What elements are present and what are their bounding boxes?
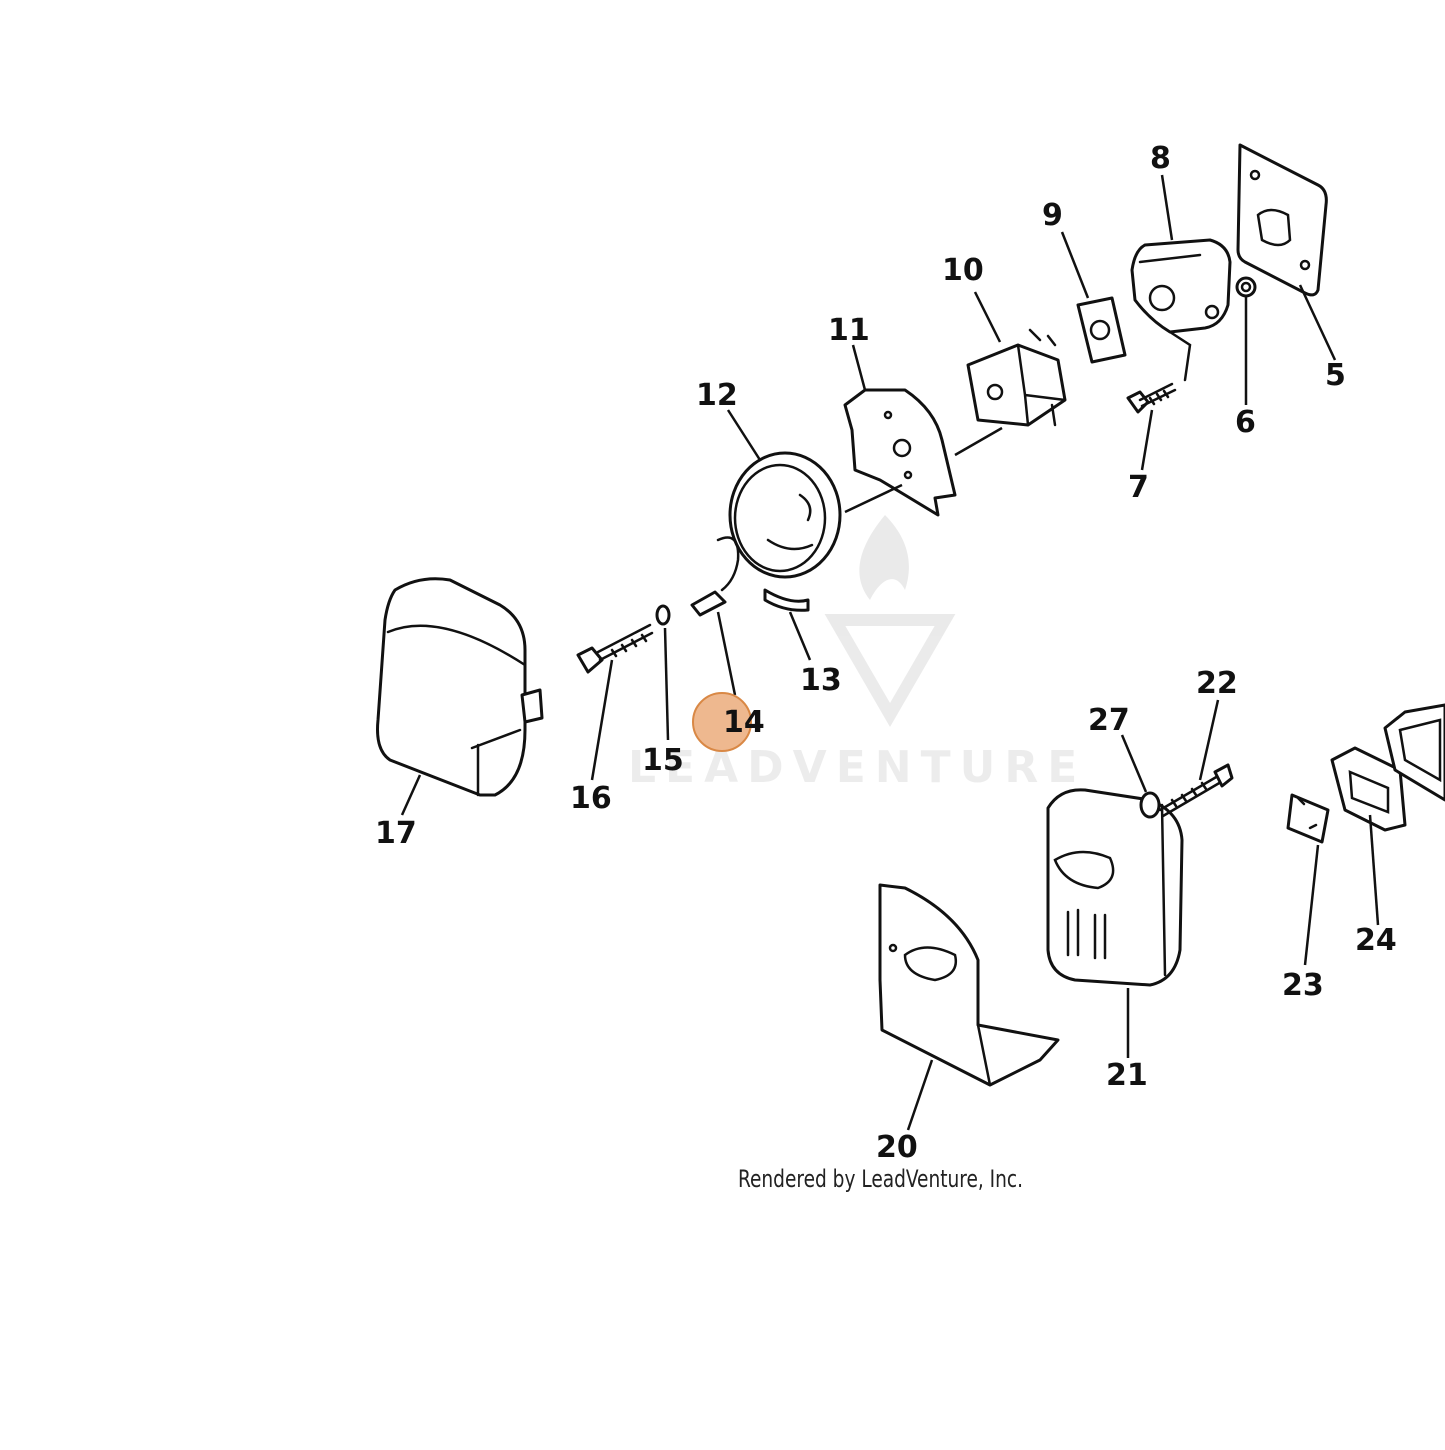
part-label-21[interactable]: 21 [1106,1058,1148,1093]
part-20-heat-shield[interactable] [878,883,1060,1087]
part-8-insulator[interactable] [1130,238,1232,382]
part-7-bolt[interactable] [1126,382,1177,414]
part-label-13[interactable]: 13 [800,663,842,698]
part-22-bolt[interactable] [1158,763,1234,818]
watermark-text: LEADVENTURE [628,742,1086,793]
part-9-gasket[interactable] [1076,296,1127,364]
part-label-20[interactable]: 20 [876,1130,918,1165]
part-27-lock-washer[interactable] [1139,791,1161,819]
part-label-15[interactable]: 15 [642,743,684,778]
part-label-16[interactable]: 16 [570,781,612,816]
diagram-caption: Rendered by LeadVenture, Inc. [738,1165,1024,1193]
part-label-6[interactable]: 6 [1235,405,1256,440]
part-21-muffler[interactable] [1046,788,1184,987]
part-label-11[interactable]: 11 [828,313,870,348]
part-13-clip[interactable] [763,588,810,612]
highlight-marker[interactable] [692,692,752,752]
part-label-8[interactable]: 8 [1150,141,1171,176]
part-label-14[interactable]: 14 [723,705,765,740]
part-24-gasket[interactable] [1330,746,1407,832]
part-label-10[interactable]: 10 [942,253,984,288]
part-label-22[interactable]: 22 [1196,666,1238,701]
part-23-plate[interactable] [1286,793,1330,844]
part-label-9[interactable]: 9 [1042,198,1063,233]
part-label-7[interactable]: 7 [1128,470,1149,505]
part-5-gasket[interactable] [1236,143,1328,297]
part-label-23[interactable]: 23 [1282,968,1324,1003]
part-16-bolt[interactable] [576,623,654,674]
part-exhaust-flange-partial[interactable] [1383,703,1445,802]
watermark-logo-icon [824,515,956,727]
part-label-5[interactable]: 5 [1325,358,1346,393]
part-12-filter-housing[interactable] [728,451,842,579]
part-label-17[interactable]: 17 [375,816,417,851]
part-10-carburetor[interactable] [966,328,1067,427]
part-label-12[interactable]: 12 [696,378,738,413]
part-11-plate[interactable] [843,388,957,517]
part-6-nut[interactable] [1235,276,1257,298]
part-14-spring-clip[interactable] [690,536,740,617]
part-15-washer[interactable] [655,604,671,626]
part-label-24[interactable]: 24 [1355,923,1397,958]
part-17-filter-cover[interactable] [376,577,544,797]
part-label-27[interactable]: 27 [1088,703,1130,738]
